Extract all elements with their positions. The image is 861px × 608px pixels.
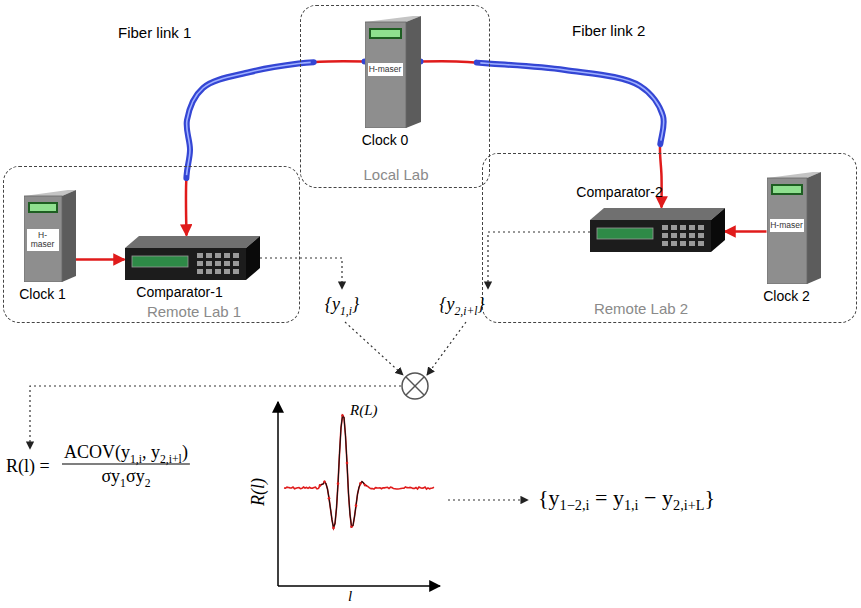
signal-line: [448, 499, 528, 500]
signal-path: [725, 230, 767, 233]
fiber-cable: [186, 61, 364, 235]
lab-region: Comparator-2H-maserClock 2Remote Lab 2: [482, 153, 857, 323]
clock-tower: H-maserClock 2: [767, 172, 821, 284]
link-label: Fiber link 1: [118, 24, 191, 41]
mixer-symbol: [402, 373, 428, 399]
signal-line: [260, 258, 342, 289]
comparator-name: Comparator-2: [576, 184, 662, 200]
comparator-icon: [590, 208, 725, 252]
difference-series: {y1−2,i = y1,i − y2,i+L}: [538, 488, 715, 508]
clock-name: Clock 2: [763, 288, 810, 304]
lab-region: H-maserClock 0Local Lab: [300, 5, 490, 188]
fiber-highlight: [421, 61, 664, 207]
device-label: H-maser: [770, 221, 804, 230]
fiber-cable: [421, 61, 664, 207]
device-label: H-maser: [27, 231, 59, 249]
comparator-icon: [125, 236, 260, 280]
signal-line: [427, 322, 466, 375]
clock-tower: H-maserClock 1: [24, 190, 76, 282]
comparator-name: Comparator-1: [136, 284, 222, 300]
formula-numerator: ACOV(y1,i, y2,i+l): [64, 442, 188, 462]
signal-path: [186, 61, 364, 235]
lab-name: Remote Lab 2: [594, 300, 688, 317]
reference-signal: [725, 231, 767, 232]
clock-name: Clock 0: [362, 132, 409, 148]
reference-signal: [76, 259, 125, 260]
correlation-plot: [278, 402, 440, 586]
data-series: {y2,i+l}: [439, 294, 485, 314]
peak-label: R(L): [350, 400, 378, 420]
comparator-device: Comparator-2: [590, 208, 725, 252]
clock-name: Clock 1: [19, 286, 66, 302]
fiber-link: [186, 61, 364, 235]
maser-icon: [24, 190, 76, 282]
link-label: Fiber link 2: [572, 22, 645, 39]
lab-name: Local Lab: [363, 166, 428, 183]
clock-tower: H-maserClock 0: [365, 16, 421, 128]
axis-label: R(l): [248, 478, 268, 506]
signal-line: [488, 232, 590, 289]
comparator-device: Comparator-1: [125, 236, 260, 280]
lab-region: H-maserClock 1Comparator-1Remote Lab 1: [3, 166, 300, 323]
formula-term: R(l) =: [6, 456, 50, 476]
device-label: H-maser: [368, 65, 403, 74]
lab-name: Remote Lab 1: [147, 303, 241, 320]
axis-label: l: [348, 586, 352, 606]
formula-denominator: σy1σy2: [101, 466, 150, 486]
fiber-highlight: [186, 61, 364, 235]
data-series: {y1,i}: [325, 294, 359, 314]
fiber-link: [421, 61, 664, 207]
signal-line: [345, 322, 403, 375]
signal-path: [421, 61, 664, 207]
signal-path: [76, 258, 125, 261]
